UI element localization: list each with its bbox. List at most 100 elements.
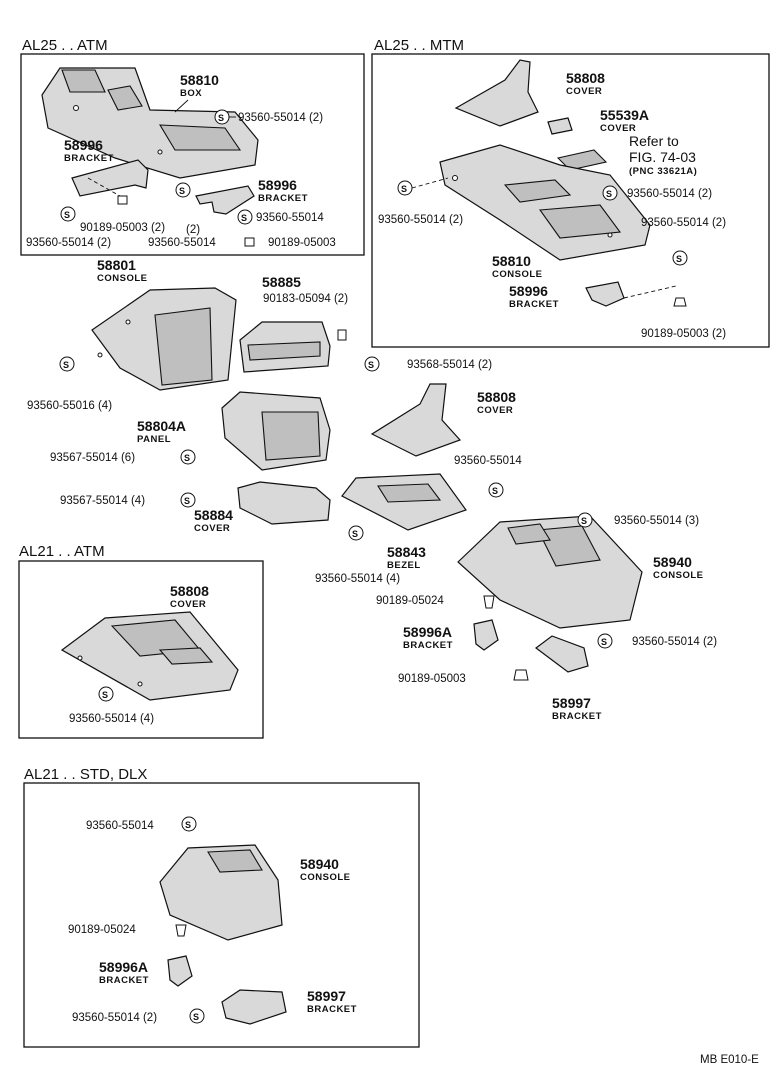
a-clip-2-label: 90189-05003 (268, 237, 336, 249)
svg-text:S: S (241, 213, 247, 223)
b-small-cover-drawing (547, 117, 573, 135)
d-bracket-a-drawing (167, 955, 193, 987)
a-bracket-1-number: 58996 (64, 137, 103, 153)
m-cover-58884-drawing (237, 481, 331, 525)
b-bracket-drawing (585, 281, 625, 307)
svg-text:S: S (193, 1012, 199, 1022)
b-cover2-name: COVER (600, 123, 636, 134)
svg-text:S: S (184, 453, 190, 463)
screw-icon (189, 1008, 205, 1024)
c-screw-label: 93560-55014 (4) (69, 713, 154, 725)
m-cover4-number: 58884 (194, 507, 233, 523)
m-bezel-screw-label: 93560-55014 (4) (315, 573, 400, 585)
section-frame-al25-mtm (371, 53, 770, 348)
a-bracket-1-name: BRACKET (64, 153, 114, 164)
m-screw-panel-label: 93567-55014 (6) (50, 452, 135, 464)
svg-text:S: S (368, 360, 374, 370)
clip-icon (244, 237, 255, 247)
screw-icon (488, 482, 504, 498)
d-console-name: CONSOLE (300, 872, 350, 883)
b-bracket-name: BRACKET (509, 299, 559, 310)
m-screw-58885-label: 93568-55014 (2) (407, 359, 492, 371)
d-console-drawing (159, 844, 283, 941)
b-cover-number: 58808 (566, 70, 605, 86)
screw-icon (364, 356, 380, 372)
screw-icon (98, 686, 114, 702)
d-screw-1-label: 93560-55014 (86, 820, 154, 832)
screw-icon (348, 525, 364, 541)
screw-icon (180, 492, 196, 508)
svg-text:S: S (179, 186, 185, 196)
m-console-58940-drawing (457, 515, 643, 629)
screw-icon (175, 182, 191, 198)
b-ref-line-2: FIG. 74-03 (629, 149, 696, 165)
m-screw-1-label: 93560-55016 (4) (27, 400, 112, 412)
svg-text:S: S (184, 496, 190, 506)
clip-icon (117, 195, 128, 205)
screw-icon (597, 633, 613, 649)
c-cover-number: 58808 (170, 583, 209, 599)
svg-text:S: S (601, 637, 607, 647)
section-frame-al21-atm (18, 560, 264, 739)
screw-icon (180, 449, 196, 465)
section-title-al21-std: AL21 . . STD, DLX (24, 766, 147, 783)
section-title-al25-mtm: AL25 . . MTM (374, 37, 464, 54)
b-ref-line-3: (PNC 33621A) (629, 166, 697, 177)
screw-icon (181, 816, 197, 832)
d-bracket-58997-number: 58997 (307, 988, 346, 1004)
b-console-number: 58810 (492, 253, 531, 269)
screw-icon (237, 209, 253, 225)
a-bracket-1-drawing (71, 159, 149, 197)
b-bracket-number: 58996 (509, 283, 548, 299)
svg-text:S: S (64, 210, 70, 220)
screw-icon (602, 185, 618, 201)
m-cover4-screw-label: 93567-55014 (4) (60, 495, 145, 507)
m-console-number: 58801 (97, 257, 136, 273)
m-clip-58885-label: 90183-05094 (2) (263, 293, 348, 305)
m-cover-number: 58808 (477, 389, 516, 405)
m-bracket-58997-drawing (535, 635, 589, 673)
a-two-label: (2) (186, 224, 200, 236)
m-bezel-number: 58843 (387, 544, 426, 560)
screw-icon (672, 250, 688, 266)
footer-code: MB E010-E (700, 1054, 759, 1066)
a-bracket-2-number: 58996 (258, 177, 297, 193)
box-58810-drawing (41, 67, 259, 179)
m-part-58885-number: 58885 (262, 274, 301, 290)
svg-text:S: S (581, 516, 587, 526)
m-bracket-a-name: BRACKET (403, 640, 453, 651)
b-clip-label: 90189-05003 (2) (641, 328, 726, 340)
m-part-58885-drawing (239, 321, 347, 373)
b-cover-name: COVER (566, 86, 602, 97)
d-bracket-58997-drawing (221, 989, 287, 1025)
d-bracket-a-name: BRACKET (99, 975, 149, 986)
section-frame-al21-std (23, 782, 420, 1048)
m-bracket-58997-number: 58997 (552, 695, 591, 711)
m-console-58801-drawing (91, 287, 237, 391)
clip-icon (175, 924, 187, 937)
clip-icon (513, 669, 529, 681)
screw-icon (577, 512, 593, 528)
svg-text:S: S (676, 254, 682, 264)
m-cover-name: COVER (477, 405, 513, 416)
m-clip-05024-label: 90189-05024 (376, 595, 444, 607)
m-console2-number: 58940 (653, 554, 692, 570)
m-clip-05003-label: 90189-05003 (398, 673, 466, 685)
svg-text:S: S (352, 529, 358, 539)
m-cover4-name: COVER (194, 523, 230, 534)
svg-text:S: S (185, 820, 191, 830)
shift-boot-cover-drawing (454, 59, 539, 127)
clip-icon (483, 595, 495, 609)
svg-text:S: S (492, 486, 498, 496)
box-58810-name: BOX (180, 88, 202, 99)
section-title-al21-atm: AL21 . . ATM (19, 543, 105, 560)
b-screw-3-label: 93560-55014 (2) (641, 217, 726, 229)
m-bezel-name: BEZEL (387, 560, 421, 571)
d-screw-2-label: 93560-55014 (2) (72, 1012, 157, 1024)
svg-text:S: S (218, 113, 224, 123)
m-bracket-a-number: 58996A (403, 624, 452, 640)
a-screw-2-label: 93560-55014 (256, 212, 324, 224)
b-screw-2-label: 93560-55014 (2) (627, 188, 712, 200)
m-bracket-58997-name: BRACKET (552, 711, 602, 722)
b-cover2-number: 55539A (600, 107, 649, 123)
